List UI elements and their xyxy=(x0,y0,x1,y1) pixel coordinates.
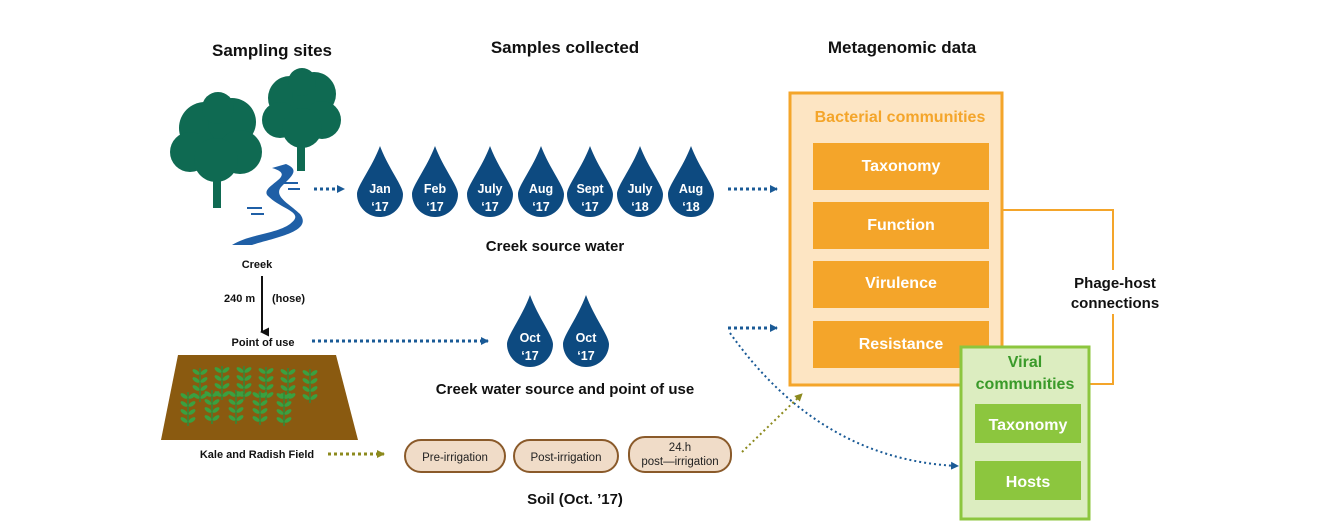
drop-year-label: ‘17 xyxy=(581,200,598,214)
water-drop-icon: Aug ‘18 xyxy=(668,146,714,217)
drop-month-label: Jan xyxy=(369,182,391,196)
viral-title-line2: communities xyxy=(976,376,1075,393)
drop-year-label: ‘17 xyxy=(577,349,594,363)
soil-sample-24h: 24.h post—irrigation xyxy=(628,436,732,473)
water-drop-icon: Oct ‘17 xyxy=(507,295,553,367)
drop-month-label: Oct xyxy=(520,331,542,345)
phage-host-label-line2: connections xyxy=(1071,295,1159,312)
soil-to-bacterial-arrow xyxy=(741,393,803,453)
viral-item-label: Hosts xyxy=(1006,474,1051,491)
point-caption: Creek water source and point of use xyxy=(436,381,694,398)
viral-item-hosts: Hosts xyxy=(975,461,1081,500)
hose-label: (hose) xyxy=(272,293,305,305)
drop-month-label: Feb xyxy=(424,182,447,196)
point-sample-drops: Oct ‘17 Oct ‘17 xyxy=(507,295,609,367)
drop-year-label: ‘17 xyxy=(371,200,388,214)
bacterial-item-label: Function xyxy=(867,217,935,234)
bacterial-item-label: Resistance xyxy=(859,336,944,353)
drop-month-label: July xyxy=(477,182,502,196)
field-label: Kale and Radish Field xyxy=(200,449,314,461)
plant-icon xyxy=(204,390,220,424)
point-of-use-label: Point of use xyxy=(232,337,295,349)
bacterial-item-label: Taxonomy xyxy=(862,158,941,175)
creek-sample-drops: Jan‘17Feb‘17July‘17Aug‘17Sept‘17July‘18A… xyxy=(357,146,714,217)
soil-sample-pre: Pre-irrigation xyxy=(404,439,506,473)
bacterial-item-taxonomy: Taxonomy xyxy=(813,143,989,190)
drop-year-label: ‘17 xyxy=(481,200,498,214)
bacterial-item-function: Function xyxy=(813,202,989,249)
water-drop-icon: Aug ‘17 xyxy=(518,146,564,217)
river-icon xyxy=(232,164,303,245)
drop-year-label: ‘18 xyxy=(682,200,699,214)
drop-month-label: Aug xyxy=(679,182,703,196)
bacterial-item-resistance: Resistance xyxy=(813,321,989,368)
plant-icon xyxy=(302,369,318,403)
distance-label: 240 m xyxy=(224,293,255,305)
creek-caption: Creek source water xyxy=(486,238,625,255)
header-samples-collected: Samples collected xyxy=(491,38,639,57)
water-drop-icon: Oct ‘17 xyxy=(563,295,609,367)
soil-24h-label-line2: post—irrigation xyxy=(641,456,718,468)
drop-year-label: ‘17 xyxy=(426,200,443,214)
phage-host-label-bg xyxy=(1060,270,1170,314)
drop-year-label: ‘18 xyxy=(631,200,648,214)
plant-icon xyxy=(228,390,244,424)
header-sampling-sites: Sampling sites xyxy=(212,41,332,60)
plant-icon xyxy=(180,392,196,426)
drop-month-label: Oct xyxy=(576,331,598,345)
plant-rows xyxy=(180,366,318,426)
water-drop-icon: Feb ‘17 xyxy=(412,146,458,217)
soil-post-label: Post-irrigation xyxy=(531,452,602,464)
point-samples-to-viral-arrow xyxy=(729,332,959,470)
soil-caption: Soil (Oct. ’17) xyxy=(527,491,623,508)
soil-24h-label-line1: 24.h xyxy=(669,442,691,454)
creek-label: Creek xyxy=(242,259,273,271)
drop-year-label: ‘17 xyxy=(521,349,538,363)
drop-month-label: Aug xyxy=(529,182,553,196)
tree-icon xyxy=(262,68,341,171)
header-metagenomic-data: Metagenomic data xyxy=(828,38,977,57)
viral-item-taxonomy: Taxonomy xyxy=(975,404,1081,443)
soil-sample-post: Post-irrigation xyxy=(513,439,619,473)
water-drop-icon: July ‘17 xyxy=(467,146,513,217)
plant-icon xyxy=(276,392,292,426)
drop-month-label: Sept xyxy=(576,182,604,196)
bacterial-item-label: Virulence xyxy=(865,275,937,292)
plant-icon xyxy=(192,368,208,402)
viral-item-label: Taxonomy xyxy=(989,417,1068,434)
water-drop-icon: Jan ‘17 xyxy=(357,146,403,217)
phage-host-label-line1: Phage-host xyxy=(1074,275,1156,292)
viral-title-line1: Viral xyxy=(1008,354,1042,371)
water-drop-icon: Sept ‘17 xyxy=(567,146,613,217)
tree-icon xyxy=(170,92,262,208)
bacterial-title: Bacterial communities xyxy=(815,109,986,126)
water-drop-icon: July ‘18 xyxy=(617,146,663,217)
drop-year-label: ‘17 xyxy=(532,200,549,214)
drop-month-label: July xyxy=(627,182,652,196)
plant-icon xyxy=(252,391,268,425)
soil-pre-label: Pre-irrigation xyxy=(422,452,488,464)
bacterial-item-virulence: Virulence xyxy=(813,261,989,308)
